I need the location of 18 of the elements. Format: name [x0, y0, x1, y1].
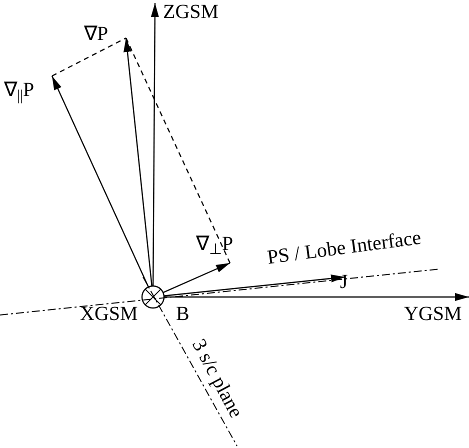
plane-label: 3 s/c plane [188, 336, 246, 421]
interface-label: PS / Lobe Interface [266, 228, 422, 268]
vector-label: ∇P [84, 24, 108, 44]
vector-arrow [164, 293, 469, 301]
vector-label: J [340, 272, 348, 292]
projection-line [125, 38, 231, 264]
vector-arrow [150, 3, 159, 286]
origin-circle-symbol [141, 285, 165, 309]
vector-arrow [122, 38, 152, 286]
vector-label: ∇$_{⊥}$P [196, 234, 234, 254]
vector-arrow [164, 274, 346, 296]
vector-arrow [162, 262, 230, 294]
axis-label: XGSM [80, 304, 138, 324]
field-label: B [176, 304, 190, 324]
vector-arrow [51, 76, 149, 288]
projection-line [52, 37, 126, 77]
vector-label: ZGSM [163, 2, 219, 22]
vector-label: YGSM [404, 304, 462, 324]
